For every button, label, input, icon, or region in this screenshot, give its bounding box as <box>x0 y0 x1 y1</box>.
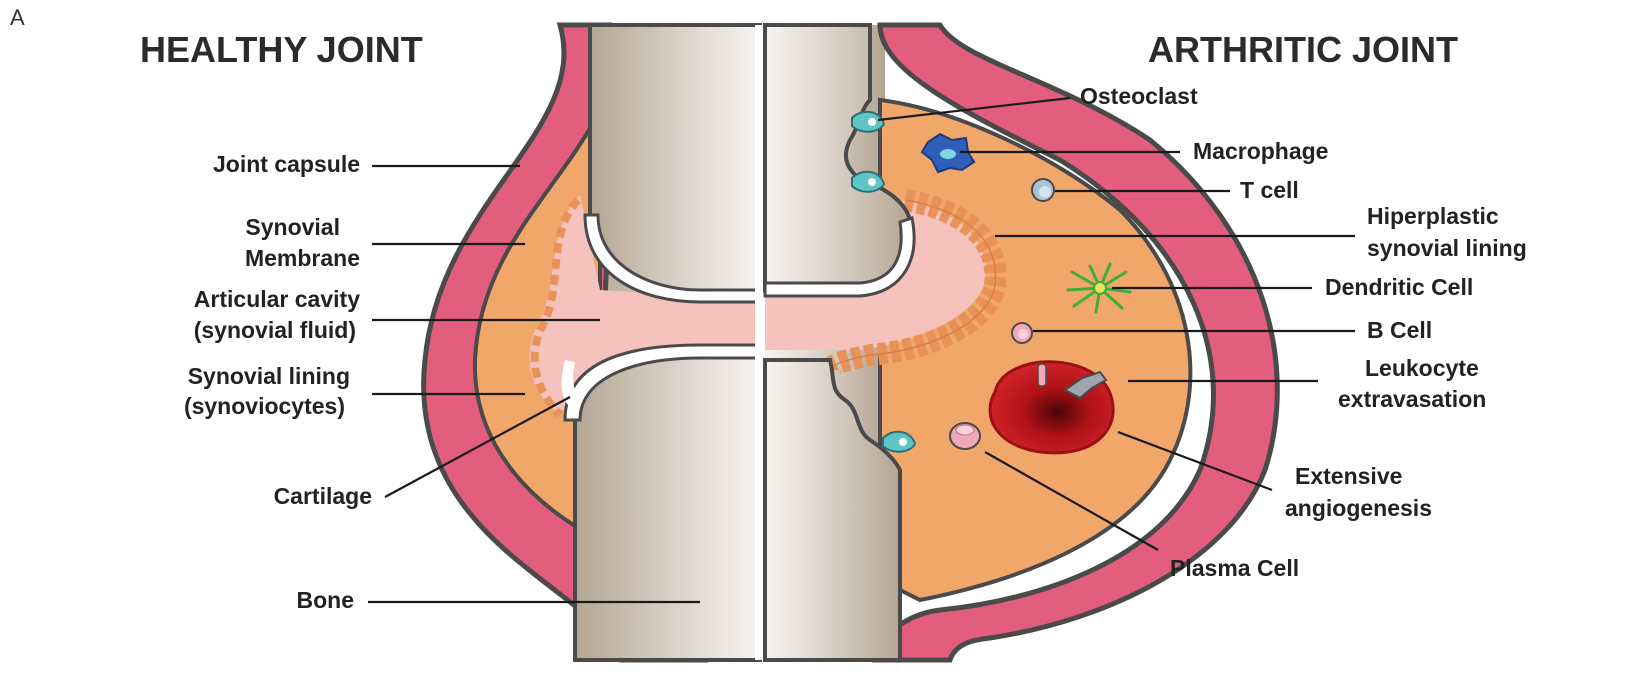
healthy-upper-bone-end <box>590 25 760 295</box>
label-bone: Bone <box>297 587 355 613</box>
arthritic-joint-title: ARTHRITIC JOINT <box>1148 29 1458 70</box>
label-plasma-cell: Plasma Cell <box>1170 555 1299 581</box>
label-cartilage: Cartilage <box>274 483 372 509</box>
healthy-joint-title: HEALTHY JOINT <box>140 29 423 70</box>
healthy-joint <box>424 25 760 660</box>
panel-letter: A <box>10 5 25 30</box>
osteoclast-cell-1 <box>852 112 884 132</box>
label-joint-capsule: Joint capsule <box>213 151 360 177</box>
t-cell <box>1032 179 1054 201</box>
label-dendritic-cell: Dendritic Cell <box>1325 274 1473 300</box>
label-t-cell: T cell <box>1240 177 1299 203</box>
b-cell <box>1012 323 1032 343</box>
label-leukocyte-line1: Leukocyte <box>1365 355 1479 381</box>
blood-vessel <box>990 362 1113 453</box>
label-angiogenesis-line1: Extensive <box>1295 463 1402 489</box>
osteoclast-cell-3 <box>883 432 915 452</box>
label-synovial-membrane-line2: Membrane <box>245 245 360 271</box>
label-osteoclast: Osteoclast <box>1080 83 1198 109</box>
osteoclast-cell-2 <box>852 172 884 192</box>
label-angiogenesis-line2: angiogenesis <box>1285 495 1432 521</box>
healthy-lower-bone-end <box>575 352 760 660</box>
label-hiperplastic-line2: synovial lining <box>1367 235 1527 261</box>
label-synovial-membrane-line1: Synovial <box>245 214 340 240</box>
label-hiperplastic-line1: Hiperplastic <box>1367 203 1499 229</box>
plasma-cell <box>950 423 980 449</box>
vessel-leukocyte-marker <box>1038 364 1046 386</box>
label-articular-cavity-line2: (synovial fluid) <box>194 317 356 343</box>
label-synovial-lining-line2: (synoviocytes) <box>184 393 345 419</box>
label-macrophage: Macrophage <box>1193 138 1328 164</box>
label-leukocyte-line2: extravasation <box>1338 386 1486 412</box>
label-b-cell: B Cell <box>1367 317 1432 343</box>
label-synovial-lining-line1: Synovial lining <box>188 363 350 389</box>
label-articular-cavity-line1: Articular cavity <box>194 286 360 312</box>
